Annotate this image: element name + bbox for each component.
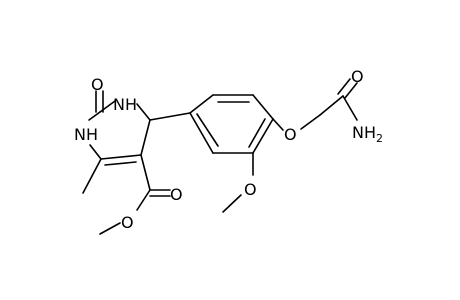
bond-n3-c4 (136, 103, 151, 121)
bond-ar-4-5 (252, 118, 274, 154)
atom-label-ester-o: O (121, 213, 134, 232)
bond-ester-o-methyl (99, 222, 121, 235)
bond-ar-inner-b (248, 118, 266, 148)
bond-ar-ether-o (272, 118, 284, 131)
phenyl-ring (189, 94, 274, 154)
bond-ester-c-o-single (136, 189, 151, 211)
bond-ch2-amide-c (319, 95, 344, 116)
bond-c4-c5 (140, 119, 151, 156)
atom-label-ether-o: O (284, 125, 297, 144)
bond-c2-n1 (88, 111, 101, 121)
atom-label-amide-n: NH (352, 123, 376, 142)
bond-amide-c-o-b (344, 82, 358, 99)
atom-label-amide-o: O (351, 67, 364, 86)
atom-label-ring-carbonyl-o: O (91, 75, 104, 94)
bond-ar-6-1 (189, 112, 214, 154)
bond-c5-ester-c (140, 154, 151, 191)
bond-amide-c-n (342, 95, 358, 121)
atom-label-methoxy-o: O (244, 180, 257, 199)
bond-ether-o-ch2 (300, 114, 321, 130)
atom-label-amide-n-subscript: 2 (376, 132, 383, 145)
bond-c4-phenyl (149, 112, 191, 121)
bond-c5-c6-b (104, 161, 137, 166)
bond-ar-3-4 (252, 94, 274, 120)
bond-c5-c6-a (100, 154, 142, 160)
atom-label-ring-nh-left: NH (74, 125, 98, 144)
atom-label-ester-carbonyl-o: O (170, 185, 183, 204)
bond-methoxy-o-methyl (222, 194, 242, 213)
bond-n1-c6 (89, 144, 102, 160)
bond-ar-inner-c (196, 113, 219, 147)
atom-label-ring-nh-top: NH (113, 95, 137, 114)
bond-amide-c-o-a (337, 78, 351, 95)
bond-ar-1-2 (189, 94, 214, 114)
bond-c6-methyl (82, 158, 102, 194)
